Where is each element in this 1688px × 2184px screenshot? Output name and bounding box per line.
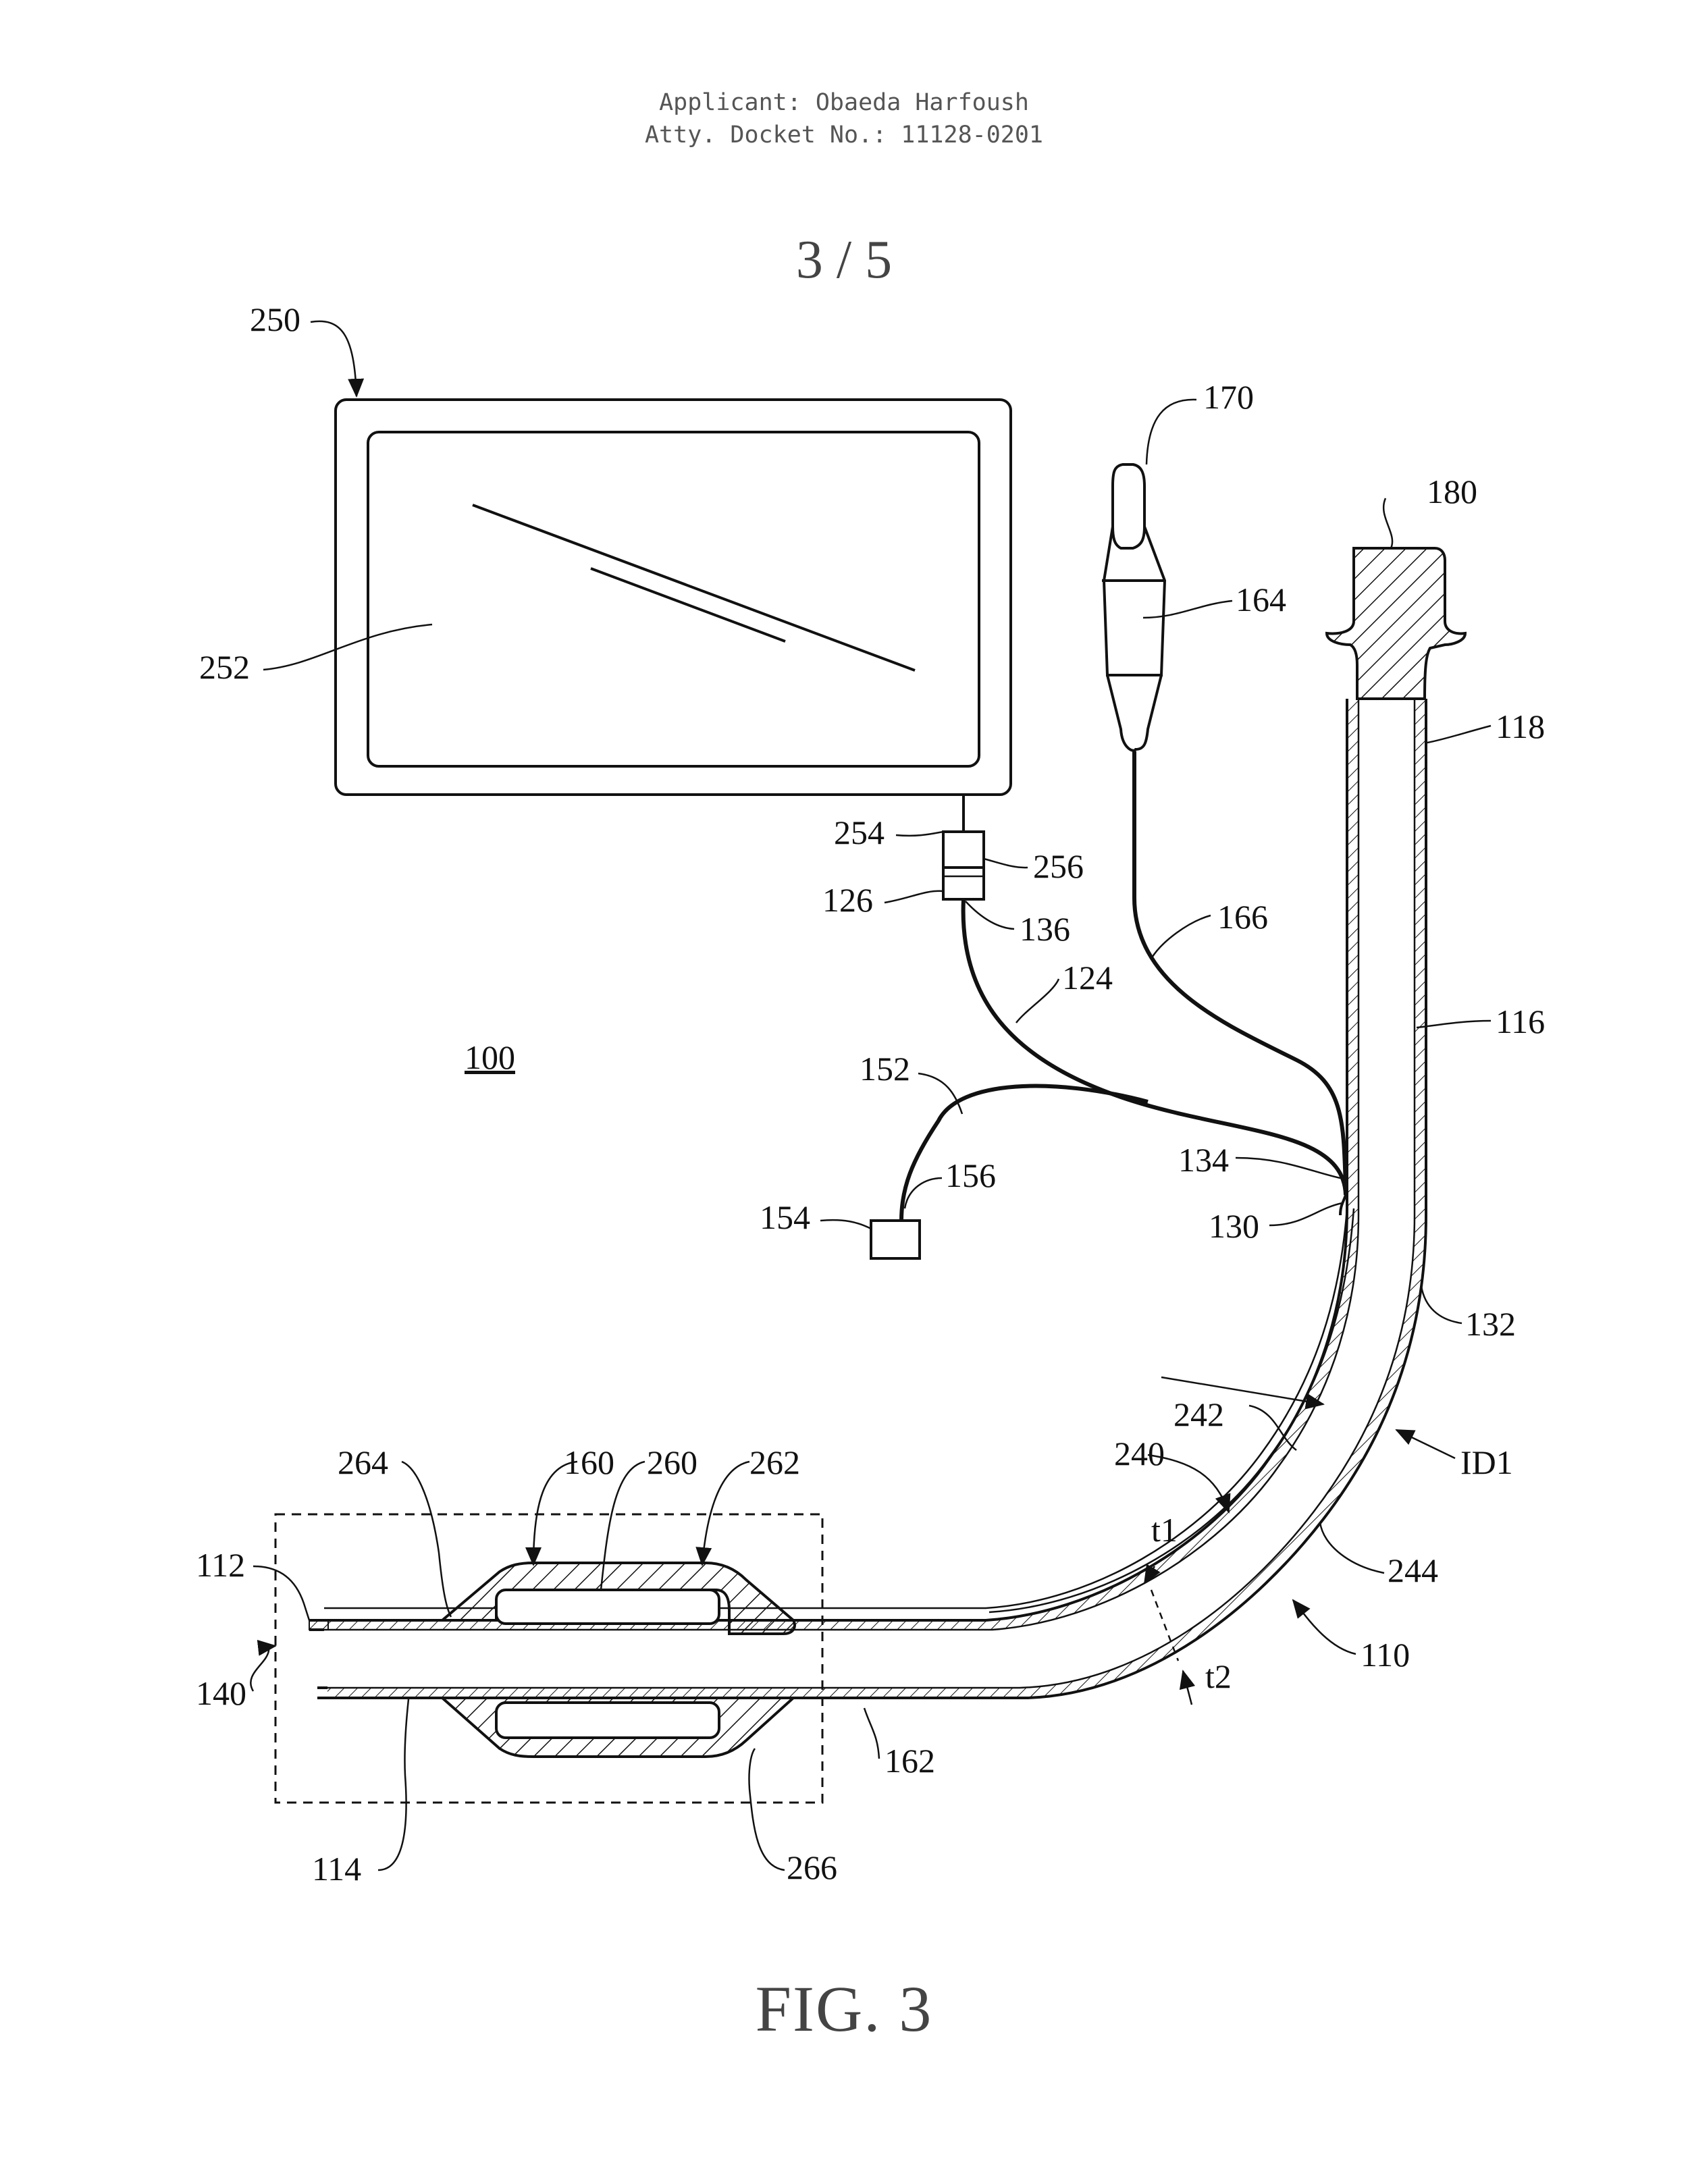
- detail-box-140: [275, 1514, 822, 1803]
- label-262: 262: [749, 1443, 800, 1481]
- label-156: 156: [945, 1156, 996, 1194]
- label-140: 140: [196, 1674, 246, 1712]
- label-264: 264: [338, 1443, 388, 1481]
- screen-glare-line: [473, 505, 915, 670]
- label-130: 130: [1209, 1207, 1259, 1245]
- label-164: 164: [1236, 581, 1286, 618]
- tube-tip: [309, 1620, 328, 1698]
- label-136: 136: [1020, 910, 1070, 948]
- inflation-line-166: [1134, 751, 1346, 1188]
- connector-256: [943, 832, 984, 899]
- label-242: 242: [1173, 1395, 1224, 1433]
- label-132: 132: [1465, 1305, 1516, 1343]
- label-250: 250: [250, 300, 300, 338]
- label-t1: t1: [1151, 1511, 1178, 1549]
- label-244: 244: [1388, 1551, 1438, 1589]
- monitor-connector: [943, 795, 984, 899]
- leader-lines: [250, 321, 1491, 1870]
- label-126: 126: [822, 881, 873, 919]
- monitor-housing: [336, 400, 1011, 795]
- label-166: 166: [1217, 898, 1268, 936]
- figure-label: FIG. 3: [0, 1971, 1688, 2046]
- cuff-160: [442, 1563, 795, 1757]
- label-170: 170: [1203, 378, 1254, 416]
- label-254: 254: [834, 814, 885, 851]
- sensor-154: [871, 1221, 920, 1258]
- connector-180: [1327, 548, 1465, 699]
- label-240: 240: [1114, 1435, 1165, 1472]
- label-252: 252: [199, 648, 250, 686]
- tube-110: [324, 548, 1465, 1698]
- label-id1: ID1: [1460, 1443, 1513, 1481]
- cuff-chamber-lower: [496, 1703, 719, 1738]
- label-116: 116: [1496, 1003, 1545, 1040]
- label-112: 112: [196, 1546, 245, 1584]
- label-160: 160: [564, 1443, 614, 1481]
- label-100: 100: [465, 1038, 515, 1076]
- cable-152: [901, 1086, 1148, 1221]
- label-118: 118: [1496, 708, 1545, 745]
- pilot-balloon-164: [1102, 464, 1165, 751]
- label-114: 114: [312, 1850, 361, 1888]
- cuff-chamber-260: [496, 1590, 719, 1624]
- label-134: 134: [1178, 1141, 1229, 1179]
- label-t2: t2: [1205, 1657, 1232, 1695]
- label-162: 162: [885, 1742, 935, 1780]
- label-180: 180: [1427, 473, 1477, 510]
- label-154: 154: [760, 1198, 810, 1236]
- label-152: 152: [860, 1050, 910, 1088]
- screen-glare-line: [591, 568, 785, 641]
- label-260: 260: [647, 1443, 697, 1481]
- label-256: 256: [1033, 847, 1084, 885]
- label-266: 266: [787, 1848, 837, 1886]
- label-124: 124: [1062, 959, 1113, 996]
- monitor-250: [336, 400, 1011, 795]
- label-110: 110: [1361, 1636, 1410, 1674]
